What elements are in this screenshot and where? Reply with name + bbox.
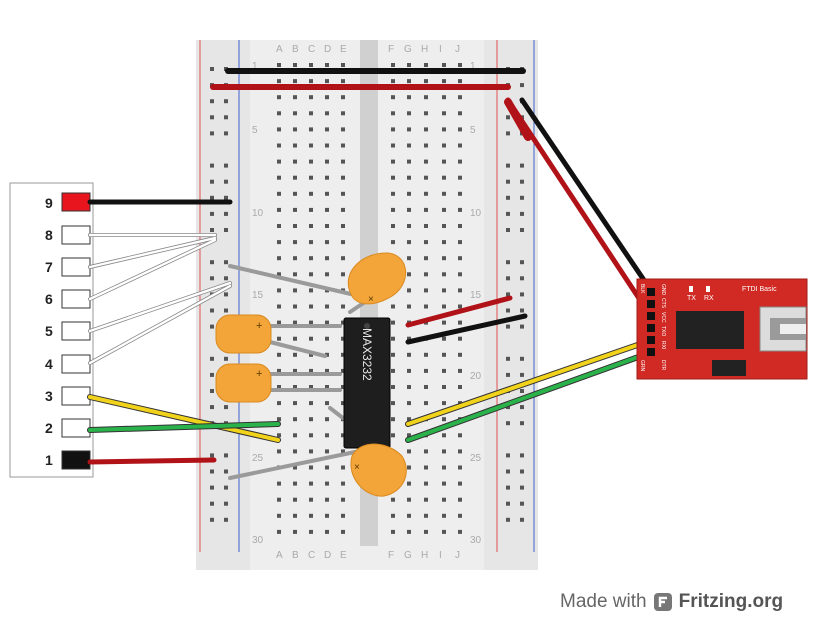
wire-red-mid	[405, 295, 513, 328]
ftdi-pin-vcc: VCC	[660, 312, 666, 323]
svg-text:+: +	[256, 368, 262, 380]
col-label-c: C	[308, 550, 315, 561]
credit: Made with Fritzing.org	[560, 589, 783, 615]
col-label-h: H	[421, 44, 428, 55]
ftdi-pin-gnd: GND	[660, 284, 666, 296]
col-label-g: G	[404, 44, 412, 55]
pin-label-5: 5	[45, 323, 53, 339]
col-label-j: J	[455, 44, 460, 55]
row-label: 1	[470, 61, 476, 72]
ftdi-pin-cts: CTS	[660, 298, 666, 309]
capacitor-1: ×	[347, 252, 407, 305]
wires	[87, 68, 655, 465]
pin-label-7: 7	[45, 259, 53, 275]
ftdi-tx-label: TX	[687, 295, 696, 302]
col-label-j: J	[455, 550, 460, 561]
col-label-i: I	[439, 44, 442, 55]
col-label-b: B	[292, 44, 299, 55]
col-label-f: F	[388, 550, 394, 561]
connector-pin-4	[61, 354, 91, 374]
connector-pin-7	[61, 257, 91, 277]
col-label-f: F	[388, 44, 394, 55]
breadboard-holes	[210, 63, 524, 534]
wire-red-ftdi	[505, 97, 655, 321]
col-label-b: B	[292, 550, 299, 561]
wire-black-ftdi	[519, 97, 655, 295]
ftdi-pin-dtr: DTR	[660, 360, 666, 371]
max3232-chip: MAX3232	[343, 317, 391, 449]
row-label: 30	[470, 535, 482, 546]
wire-red-pin1	[87, 457, 217, 465]
row-numbers-right: 1 5 10 15 20 25 30	[470, 61, 482, 546]
row-label: 5	[470, 125, 476, 136]
component-legs	[228, 264, 367, 480]
chip-label: MAX3232	[360, 328, 374, 381]
col-label-h: H	[421, 550, 428, 561]
pin-label-4: 4	[45, 356, 53, 372]
svg-text:×: ×	[354, 462, 360, 473]
col-label-d: D	[324, 44, 331, 55]
column-letters-bottom: A B C D E F G H I J	[276, 550, 460, 561]
row-label: 20	[470, 371, 482, 382]
fritzing-logo-icon	[653, 593, 672, 611]
row-label: 5	[252, 125, 258, 136]
pin-label-1: 1	[45, 452, 53, 468]
ftdi-basic-board: FTDI Basic TX RX BLK GND CTS VCC TXO RXI…	[636, 278, 808, 380]
svg-text:+: +	[256, 320, 262, 332]
credit-brand: Fritzing.org	[678, 591, 784, 612]
ftdi-ic	[676, 311, 744, 349]
col-label-d: D	[324, 550, 331, 561]
pin-label-3: 3	[45, 388, 53, 404]
col-label-e: E	[340, 44, 347, 55]
white-wires-core	[88, 233, 232, 365]
row-label: 10	[470, 208, 482, 219]
pin-label-8: 8	[45, 227, 53, 243]
connector-pin-2	[61, 418, 91, 438]
capacitor-3: +	[215, 363, 272, 403]
col-label-i: I	[439, 550, 442, 561]
ftdi-led-tx	[689, 286, 693, 292]
col-label-c: C	[308, 44, 315, 55]
row-label: 10	[252, 208, 264, 219]
ftdi-pin-blk: BLK	[639, 284, 645, 294]
credit-prefix: Made with	[560, 591, 647, 612]
row-label: 30	[252, 535, 264, 546]
capacitor-2: +	[215, 314, 272, 354]
ftdi-rx-label: RX	[704, 295, 714, 302]
ftdi-pin-grn: GRN	[639, 360, 645, 372]
connector-pin-9	[61, 192, 91, 212]
connector-pin-5	[61, 321, 91, 341]
ftdi-pin-rxi: RXI	[660, 341, 666, 349]
ftdi-pin-txo: TXO	[660, 326, 666, 336]
pin-label-2: 2	[45, 420, 53, 436]
svg-text:×: ×	[368, 294, 374, 305]
db9-connector: 9 8 7 6 5 4 3 2 1	[9, 182, 94, 478]
ftdi-title: FTDI Basic	[742, 286, 777, 293]
pin-label-9: 9	[45, 195, 53, 211]
row-label: 25	[252, 453, 264, 464]
ftdi-header-pins	[647, 288, 655, 356]
row-label: 15	[470, 290, 482, 301]
connector-pin-3	[61, 386, 91, 406]
column-letters-top: A B C D E F G H I J	[276, 44, 460, 55]
ftdi-led-rx	[706, 286, 710, 292]
col-label-e: E	[340, 550, 347, 561]
connector-pin-8	[61, 225, 91, 245]
connector-pin-6	[61, 289, 91, 309]
row-label: 25	[470, 453, 482, 464]
row-label: 15	[252, 290, 264, 301]
row-label: 1	[252, 61, 258, 72]
wire-black-mid	[405, 313, 528, 345]
col-label-g: G	[404, 550, 412, 561]
ftdi-small-ic	[712, 360, 746, 376]
capacitor-4: ×	[350, 443, 407, 497]
col-label-a: A	[276, 550, 283, 561]
connector-pin-1	[61, 450, 91, 470]
col-label-a: A	[276, 44, 283, 55]
pin-label-6: 6	[45, 291, 53, 307]
